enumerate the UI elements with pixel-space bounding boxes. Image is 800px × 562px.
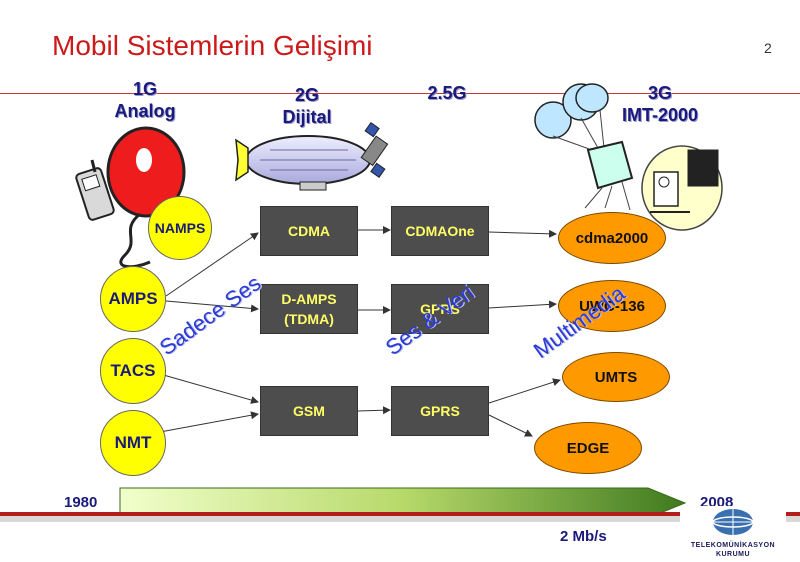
timeline-start-year: 1980 [64, 494, 98, 511]
generation-sublabel: Dijital [282, 107, 332, 127]
mobile-phone-icon [75, 159, 115, 221]
system-box-gprs-1: GPRS [391, 284, 489, 334]
logo-text: TELEKOMÜNİKASYON KURUMU [690, 542, 776, 558]
system-box-gsm: GSM [260, 386, 358, 436]
system-circle-amps: AMPS [100, 266, 166, 332]
laptop-user-icon [641, 145, 723, 231]
generation-label: 1G [132, 79, 157, 99]
generation-label: 2.5G [427, 83, 467, 103]
system-ellipse-uwc-136: UWC-136 [558, 280, 666, 332]
logo: TELEKOMÜNİKASYON KURUMU [680, 506, 786, 558]
system-circle-nmt: NMT [100, 410, 166, 476]
system-box-d-amps: D-AMPS (TDMA) [260, 284, 358, 334]
generation-label: 3G [647, 83, 672, 103]
generation-sublabel: Analog [114, 101, 176, 121]
generation-heading-2g: 2G Dijital [262, 84, 352, 128]
system-ellipse-edge: EDGE [534, 422, 642, 474]
system-circle-tacs: TACS [100, 338, 166, 404]
globe-icon [712, 509, 754, 535]
system-ellipse-cdma2000: cdma2000 [558, 212, 666, 264]
system-box-gprs-2: GPRS [391, 386, 489, 436]
system-circle-namps: NAMPS [148, 196, 212, 260]
airship-icon [235, 135, 371, 191]
footer-gray-bar [0, 516, 800, 522]
timeline-rate: 2 Mb/s [560, 528, 607, 545]
flow-arrows [159, 226, 561, 437]
generation-heading-1g: 1G Analog [100, 78, 190, 122]
page-title: Mobil Sistemlerin Gelişimi [52, 30, 373, 61]
footer-red-bar [0, 512, 800, 516]
system-ellipse-umts: UMTS [562, 352, 670, 402]
satellite-icon [360, 122, 389, 178]
balloon-icon [106, 126, 186, 269]
generation-heading-3g: 3G IMT-2000 [605, 82, 715, 126]
page-number: 2 [764, 40, 772, 56]
parachute-icon [534, 83, 609, 151]
system-box-cdma: CDMA [260, 206, 358, 256]
generation-label: 2G [294, 85, 319, 105]
header-rule [0, 93, 800, 94]
generation-sublabel: IMT-2000 [621, 105, 699, 125]
system-box-cdmaone: CDMAOne [391, 206, 489, 256]
generation-heading-2-5g: 2.5G [402, 82, 492, 104]
capsule-icon [584, 140, 634, 211]
